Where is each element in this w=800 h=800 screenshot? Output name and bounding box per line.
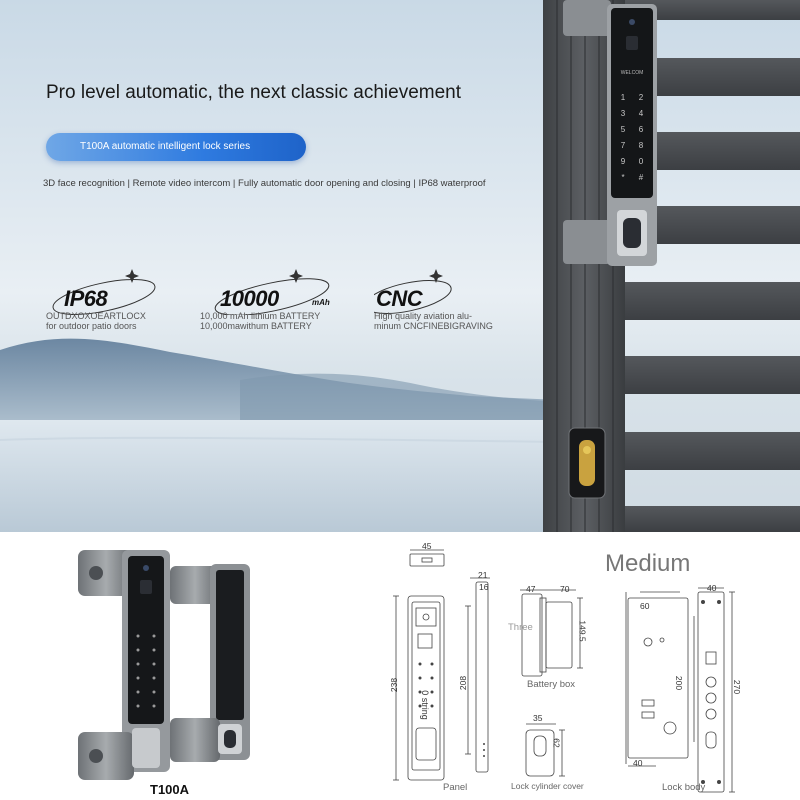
keypad-key: 0 xyxy=(639,157,644,166)
dim-lockbody-60: 60 xyxy=(640,601,650,611)
dim-cylinder-62: 62 xyxy=(551,738,562,748)
feature-battery-title: 10000 xyxy=(220,286,279,311)
orbit-swoosh-icon xyxy=(374,269,452,314)
keypad-key: 8 xyxy=(639,141,644,150)
dim-battery-70: 70 xyxy=(560,584,570,594)
keypad-key: # xyxy=(639,173,644,182)
series-pill: T100A automatic intelligent lock series xyxy=(46,133,306,161)
dim-panel-21: 21 xyxy=(478,570,488,580)
panel-string-text: 0 string xyxy=(419,690,430,720)
battery-inner-label: Three xyxy=(508,622,533,633)
gate-with-lock-illustration: WELCOM 1 2 3 4 5 6 7 8 9 0 * # xyxy=(543,0,800,532)
caption-lock-body: Lock body xyxy=(662,782,706,793)
orbit-swoosh-icon xyxy=(214,269,330,315)
feature-battery-line2: 10,000mawithum BATTERY xyxy=(200,321,312,331)
feature-ip68-line1: OUTDXOXOEARTLOCX xyxy=(46,311,146,321)
dim-panel-45: 45 xyxy=(422,541,432,551)
dim-panel-238: 238 xyxy=(389,677,400,693)
hero-banner: Pro level automatic, the next classic ac… xyxy=(0,0,800,532)
dim-battery-47: 47 xyxy=(526,584,536,594)
product-specs-section: T100A Medium xyxy=(0,532,800,800)
feature-description: 3D face recognition | Remote video inter… xyxy=(43,178,486,189)
dim-battery-149: 149.5 xyxy=(577,620,588,642)
keypad-key: 7 xyxy=(621,141,626,150)
keypad-key: 3 xyxy=(621,109,626,118)
dim-cylinder-35: 35 xyxy=(533,713,543,723)
feature-cnc-line1: High quality aviation alu- xyxy=(374,311,473,321)
feature-battery-unit: mAh xyxy=(312,298,330,307)
caption-battery-box: Battery box xyxy=(527,679,576,690)
keypad-key: * xyxy=(621,173,624,182)
technical-drawings xyxy=(393,549,735,793)
dim-panel-16: 16 xyxy=(479,582,489,592)
model-label: T100A xyxy=(150,782,190,797)
dim-lockbody-200: 200 xyxy=(674,675,685,691)
keypad-key: 1 xyxy=(621,93,626,102)
dim-lockbody-40-top: 40 xyxy=(707,583,717,593)
keypad-key: 6 xyxy=(639,125,644,134)
keypad-key: 2 xyxy=(639,93,644,102)
caption-lock-cylinder-cover: Lock cylinder cover xyxy=(511,781,584,791)
lock-keypad: 1 2 3 4 5 6 7 8 9 0 * # xyxy=(621,93,644,182)
lock-brand: WELCOM xyxy=(621,70,644,76)
feature-battery-line1: 10,000 mAh lithium BATTERY xyxy=(200,311,321,321)
size-label: Medium xyxy=(605,550,691,577)
caption-panel: Panel xyxy=(443,782,468,793)
dim-lockbody-270: 270 xyxy=(732,679,743,695)
product-photo xyxy=(78,550,250,780)
dim-panel-208: 208 xyxy=(458,675,469,691)
hero-title: Pro level automatic, the next classic ac… xyxy=(46,82,462,103)
landscape-background xyxy=(0,338,561,532)
feature-ip68-title: IP68 xyxy=(64,286,108,311)
feature-battery: 10000 mAh 10,000 mAh lithium BATTERY 10,… xyxy=(200,265,350,335)
feature-cnc: CNC High quality aviation alu- minum CNC… xyxy=(374,265,524,335)
keypad-key: 4 xyxy=(639,109,644,118)
feature-ip68: IP68 OUTDXOXOEARTLOCX for outdoor patio … xyxy=(46,265,176,335)
keypad-key: 5 xyxy=(621,125,626,134)
orbit-swoosh-icon xyxy=(52,269,156,315)
feature-cnc-line2: minum CNCFINEBIGRAVING xyxy=(374,321,493,331)
feature-ip68-line2: for outdoor patio doors xyxy=(46,321,137,331)
dim-lockbody-40-bottom: 40 xyxy=(633,758,643,768)
keypad-key: 9 xyxy=(621,157,626,166)
feature-cnc-title: CNC xyxy=(376,286,423,311)
